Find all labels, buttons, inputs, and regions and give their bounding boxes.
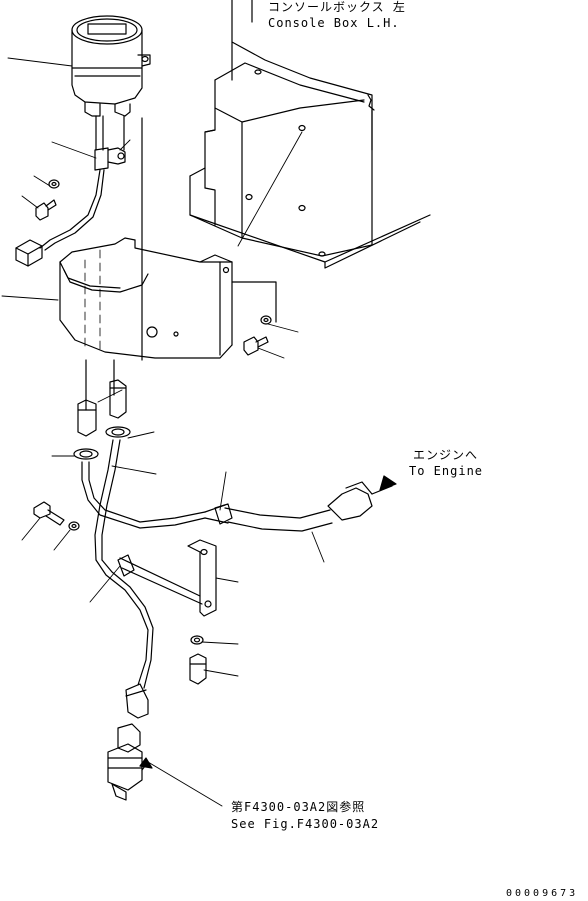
figure-reference-jp: 第F4300-03A2図参照	[231, 800, 366, 814]
gauge	[71, 15, 151, 151]
bracket	[59, 237, 233, 359]
figure-reference-en: See Fig.F4300-03A2	[231, 817, 380, 831]
bolt-left-bottom	[33, 501, 80, 531]
upper-harness	[15, 147, 126, 267]
engine-label-en: To Engine	[409, 464, 484, 478]
engine-label-jp: エンジンへ	[413, 448, 479, 462]
bolt-left-top	[35, 179, 60, 221]
lower-harness	[73, 359, 393, 719]
console-box	[189, 0, 431, 269]
reference-arrow-icon	[139, 757, 153, 769]
leader-lines	[1, 57, 325, 807]
console-box-label-en: Console Box L.H.	[268, 16, 400, 30]
console-box-label-jp: コンソールボックス 左	[268, 0, 406, 14]
engine-arrow-icon	[379, 475, 397, 491]
drawing-number: 00009673	[506, 888, 579, 899]
clamp-bracket	[187, 539, 217, 685]
bolt-right	[231, 281, 277, 356]
sensor	[107, 723, 149, 801]
